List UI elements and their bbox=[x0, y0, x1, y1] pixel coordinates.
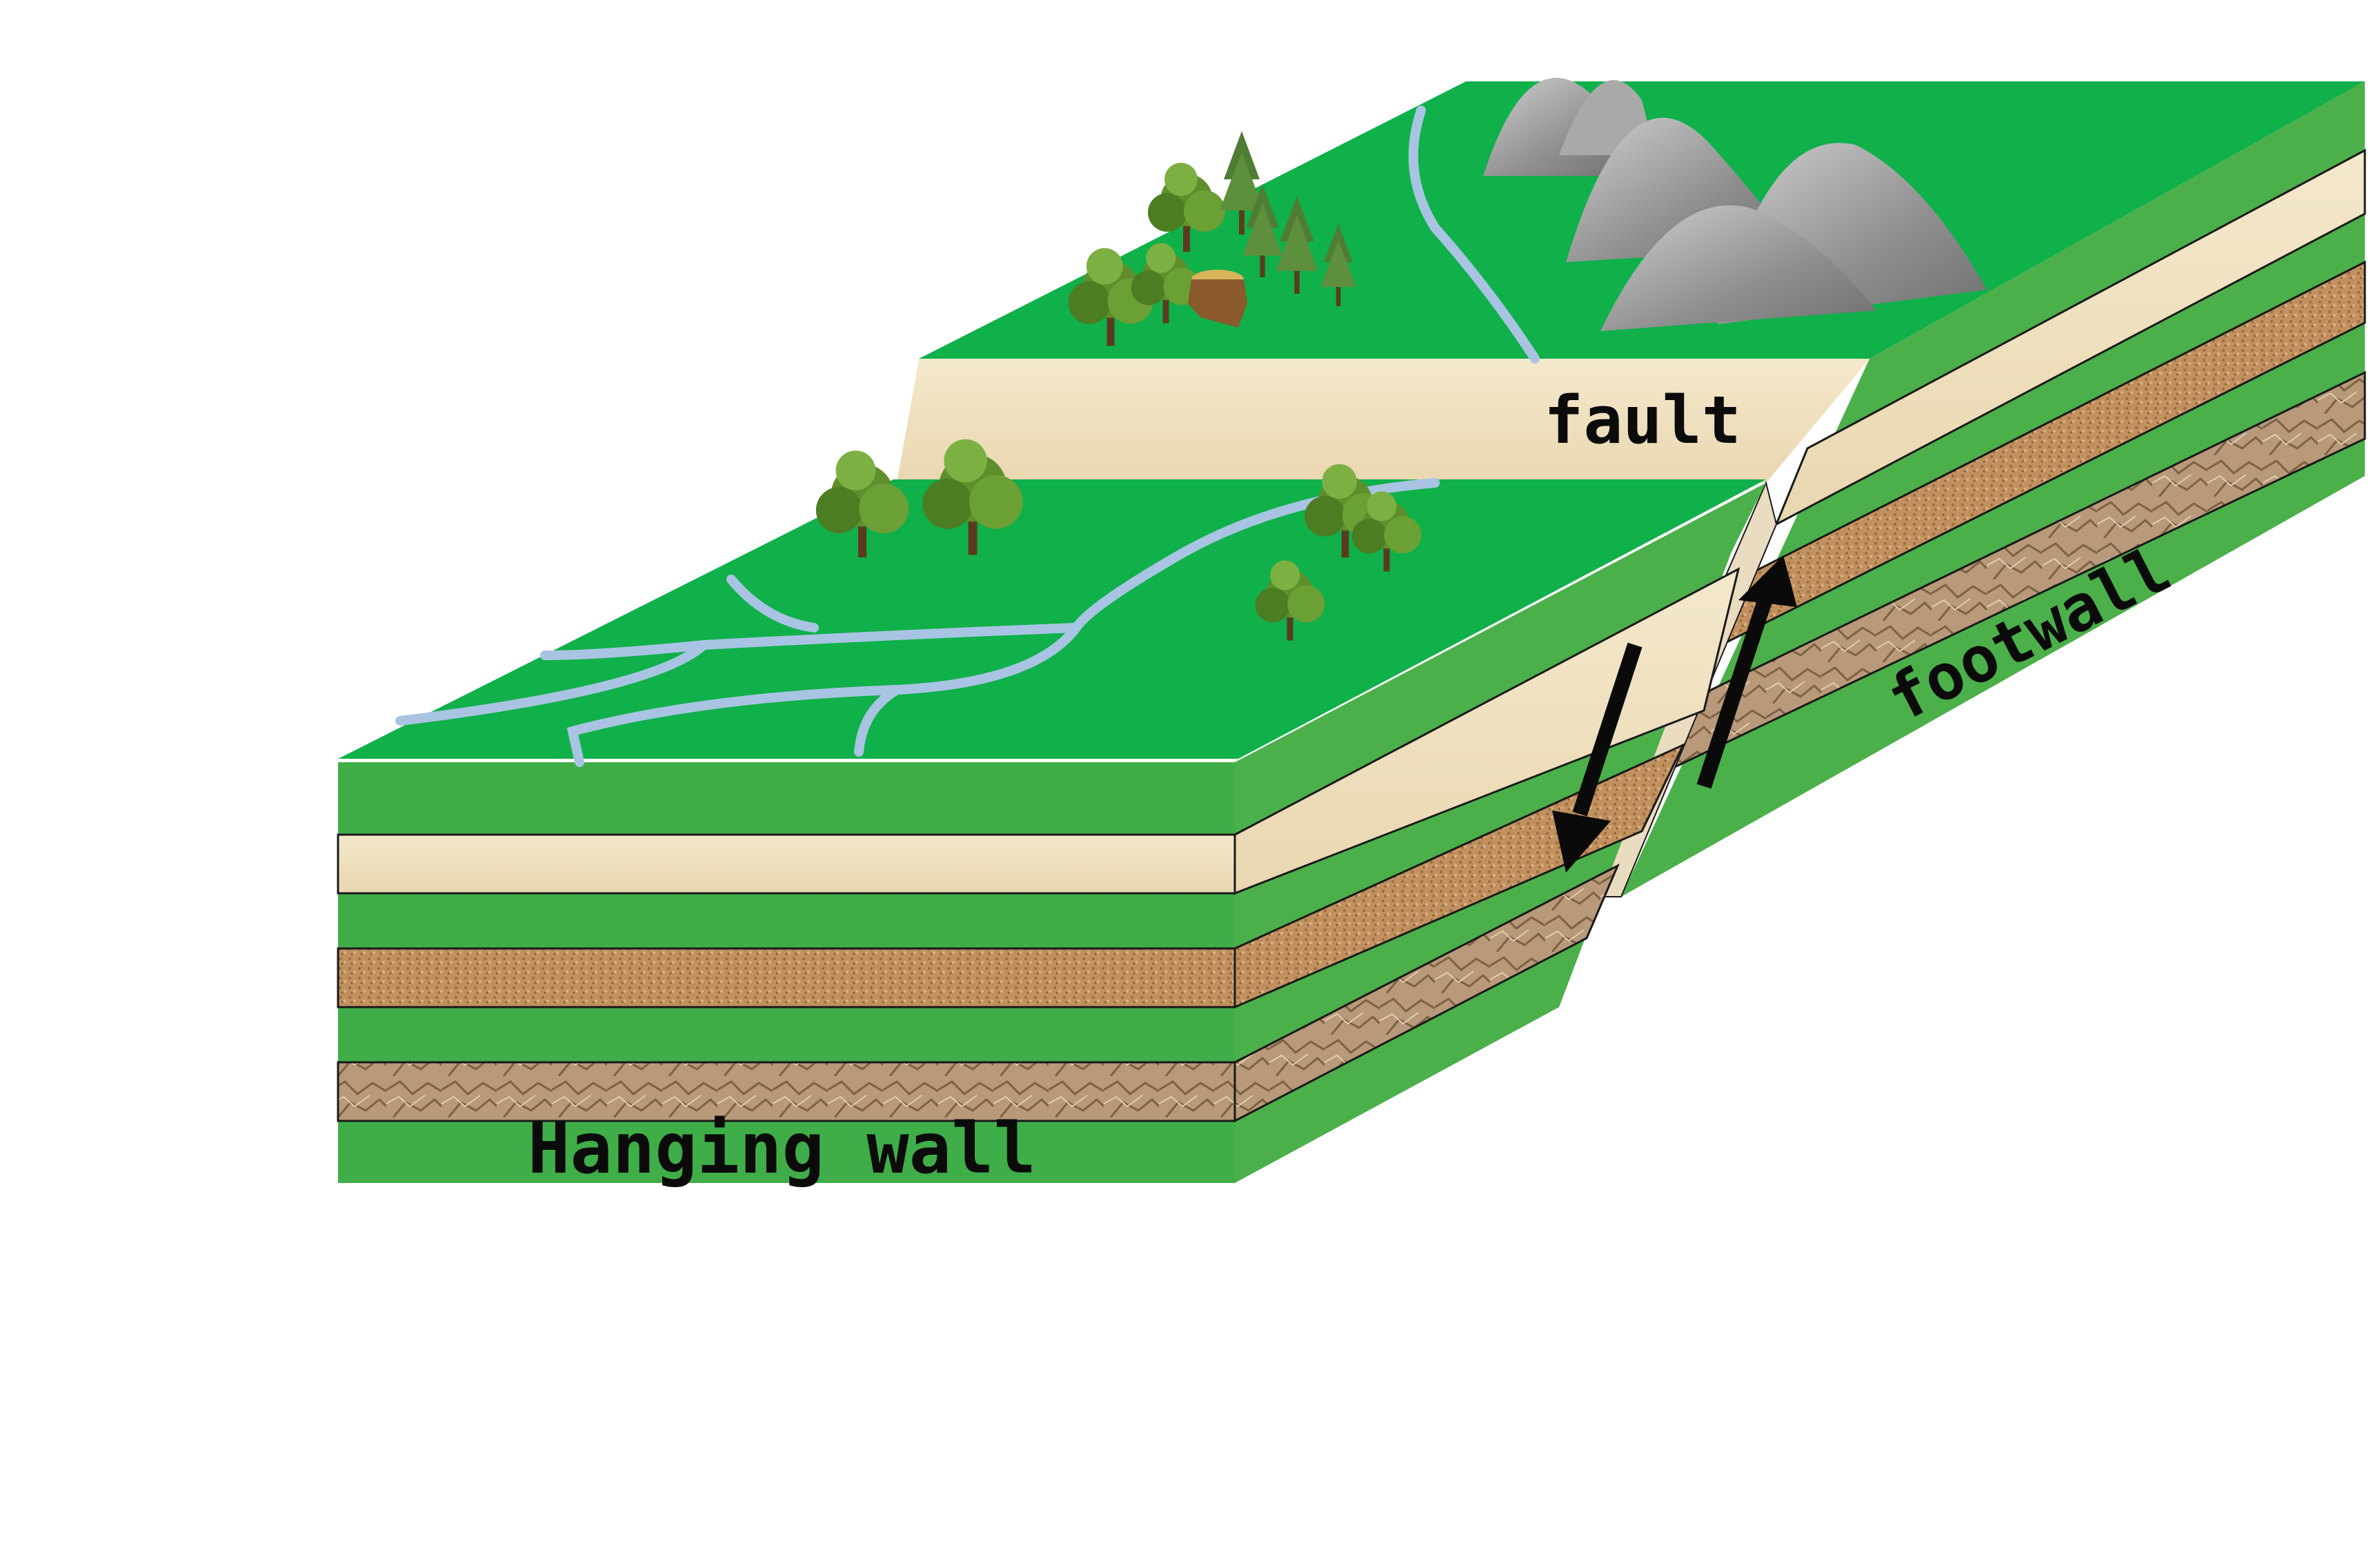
mountain-icon bbox=[1483, 77, 1987, 331]
footwall-sandstone-layer bbox=[1774, 148, 2366, 527]
hanging-wall-side-rock bbox=[1233, 863, 1620, 1123]
stump-icon bbox=[1188, 270, 1247, 328]
hanging-wall-gravel-layer bbox=[337, 947, 1236, 1008]
hanging-wall-rock-layer bbox=[337, 1061, 1236, 1122]
fault-label: fault bbox=[1544, 383, 1741, 459]
footwall-river bbox=[1408, 106, 1540, 364]
hanging-wall-side-gravel bbox=[1233, 742, 1686, 1009]
hanging-wall-river bbox=[395, 478, 1440, 767]
hanging-wall-label: Hanging wall bbox=[528, 1108, 1036, 1190]
hanging-wall-sandstone-layer bbox=[337, 833, 1236, 895]
fault-scarp-face bbox=[897, 359, 1870, 483]
up-arrow-icon bbox=[1696, 555, 1797, 789]
down-arrow-icon bbox=[1552, 642, 1643, 873]
slip-arrows bbox=[1552, 555, 1797, 873]
hanging-wall-side-sandstone bbox=[1233, 567, 1741, 895]
hanging-wall-block bbox=[337, 479, 1766, 1183]
